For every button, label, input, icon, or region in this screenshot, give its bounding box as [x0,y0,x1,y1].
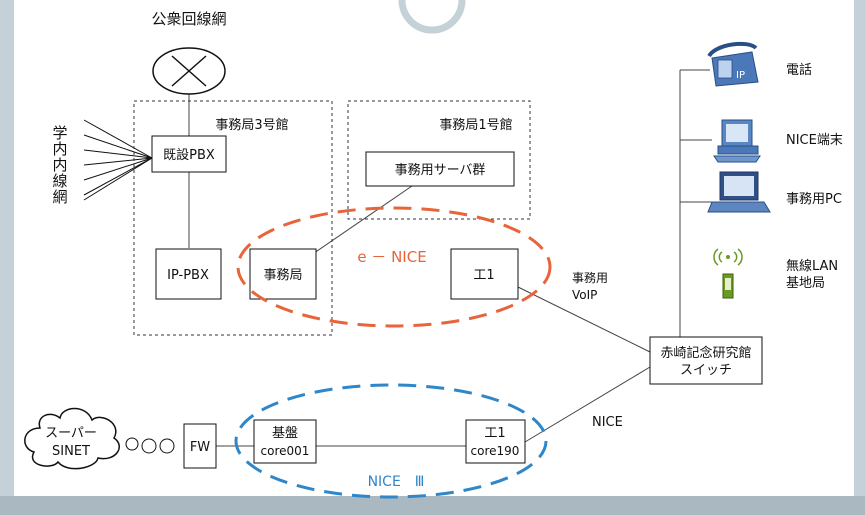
links [188,69,712,447]
legacy-pbx-label: 既設PBX [163,147,215,163]
building3-frame [133,100,333,336]
akasaki-switch-node: 赤崎記念研究館 スイッチ [649,336,763,385]
public-network-icon [152,47,226,95]
core001-label-1: 基盤 [272,426,298,441]
voip-link [517,286,651,353]
ip-phone-icon: IP [707,41,759,87]
ip-pbx-label: IP-PBX [167,268,209,283]
campus-char-5: 網 [52,188,67,206]
campus-char-2: 内 [52,140,67,158]
core190-label-1: 工1 [484,426,505,441]
office-pc-label: 事務用PC [786,192,842,207]
eng-node-top-label: 工1 [473,268,494,283]
office-server-link [300,185,413,263]
office-voip-label-1: 事務用 [572,271,608,285]
ip-pbx-node: IP-PBX [155,248,222,300]
akasaki-switch-label-1: 赤崎記念研究館 [660,345,751,361]
campus-line-fan [83,119,153,201]
legacy-pbx-node: 既設PBX [151,135,227,173]
eng-node-top: 工1 [450,248,519,300]
nice3-ring [234,383,548,499]
building1-label: 事務局1号館 [439,118,512,133]
super-sinet-label-2: SINET [52,444,90,459]
nice-link [524,366,651,443]
core190-label-2: core190 [471,444,520,458]
building1-frame [347,100,531,220]
e-nice-ring [236,206,552,328]
campus-char-1: 学 [52,124,67,142]
wlan-label-2: 基地局 [786,276,825,291]
campus-char-3: 内 [52,156,67,174]
office-server-group-node: 事務用サーバ群 [365,151,515,187]
super-sinet-cloud: スーパー SINET [24,407,175,470]
office-node: 事務局 [249,248,317,300]
ip-phone-badge: IP [736,70,745,81]
office-pc-icon [707,171,771,213]
office-node-label: 事務局 [263,268,302,283]
nice-terminal-icon [713,119,761,163]
wlan-access-point-icon [713,248,743,299]
super-sinet-label-1: スーパー [45,426,97,441]
office-voip-label-2: VoIP [572,288,597,302]
nice3-label: NICE Ⅲ [368,474,425,490]
building3-label: 事務局3号館 [215,118,288,133]
core001-node: 基盤 core001 [253,419,317,464]
office-server-group-label: 事務用サーバ群 [395,163,486,178]
campus-lines-label: 学 内 内 線 網 [52,124,67,206]
e-nice-label: e － NICE [357,248,426,266]
bottom-bar [0,496,865,515]
nice-terminal-label: NICE端末 [786,133,843,148]
fw-node: FW [183,423,217,469]
core190-node: 工1 core190 [465,419,526,464]
campus-char-4: 線 [52,172,67,190]
nice-link-label: NICE [592,415,623,430]
top-ring-decoration [398,0,466,34]
core001-label-2: core001 [261,444,310,458]
fw-label: FW [190,440,210,455]
public-network-label: 公衆回線網 [151,10,226,28]
wlan-label-1: 無線LAN [786,258,838,274]
akasaki-switch-label-2: スイッチ [680,363,732,378]
phone-label: 電話 [786,62,812,78]
